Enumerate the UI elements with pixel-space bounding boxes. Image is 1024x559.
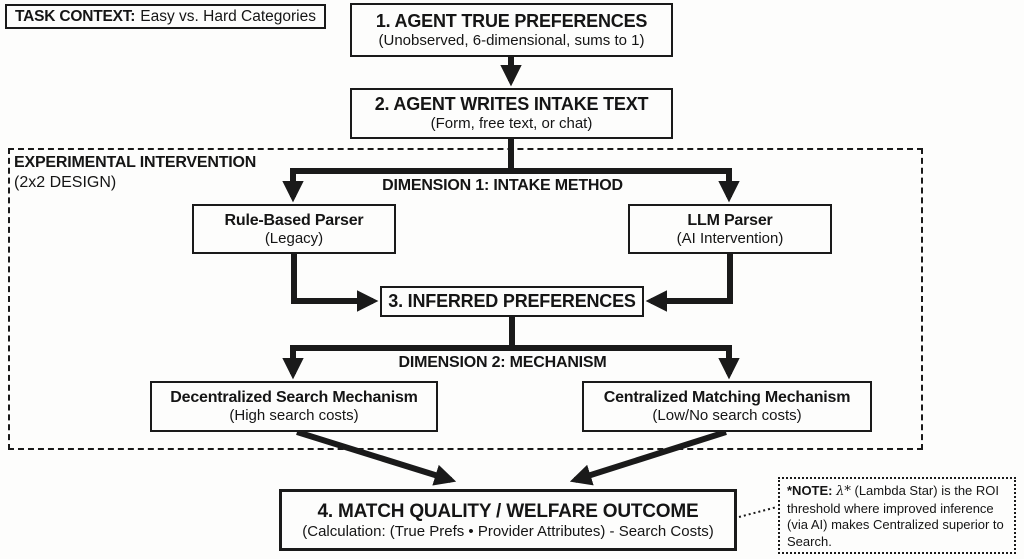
rule-based-parser-subtitle: (Legacy)	[264, 229, 324, 247]
centralized-subtitle: (Low/No search costs)	[652, 407, 802, 424]
experimental-intervention-subtitle: (2x2 DESIGN)	[14, 174, 117, 191]
note-lambda-symbol: λ*	[836, 484, 851, 499]
step4-match-quality-welfare-outcome: 4. MATCH QUALITY / WELFARE OUTCOME (Calc…	[279, 489, 737, 551]
step2-subtitle: (Form, free text, or chat)	[430, 115, 593, 132]
arrow-centralized-to-step4	[569, 429, 727, 486]
step1-title: 1. AGENT TRUE PREFERENCES	[375, 10, 648, 31]
arrow-rule-parser-to-step3	[291, 253, 379, 312]
rule-based-parser-box: Rule-Based Parser (Legacy)	[192, 204, 396, 254]
lambda-star-note: *NOTE: λ* (Lambda Star) is the ROI thres…	[778, 477, 1016, 554]
rule-based-parser-title: Rule-Based Parser	[224, 211, 364, 229]
arrow-llm-parser-to-step3	[645, 253, 733, 312]
dimension2-label: DIMENSION 2: MECHANISM	[398, 354, 607, 371]
llm-parser-subtitle: (AI Intervention)	[676, 229, 784, 247]
step1-subtitle: (Unobserved, 6-dimensional, sums to 1)	[378, 31, 645, 49]
step1-agent-true-preferences: 1. AGENT TRUE PREFERENCES (Unobserved, 6…	[350, 3, 673, 57]
step2-title: 2. AGENT WRITES INTAKE TEXT	[374, 94, 649, 114]
decentralized-title: Decentralized Search Mechanism	[170, 389, 418, 406]
step2-agent-writes-intake-text: 2. AGENT WRITES INTAKE TEXT (Form, free …	[350, 88, 673, 139]
step3-title: 3. INFERRED PREFERENCES	[388, 291, 636, 311]
step3-inferred-preferences: 3. INFERRED PREFERENCES	[380, 286, 644, 317]
dimension1-label: DIMENSION 1: INTAKE METHOD	[382, 177, 623, 194]
llm-parser-title: LLM Parser	[687, 211, 773, 229]
step4-title: 4. MATCH QUALITY / WELFARE OUTCOME	[317, 500, 699, 522]
note-prefix: *NOTE:	[787, 483, 833, 498]
decentralized-subtitle: (High search costs)	[229, 407, 359, 424]
centralized-matching-mechanism-box: Centralized Matching Mechanism (Low/No s…	[582, 381, 872, 432]
centralized-title: Centralized Matching Mechanism	[603, 389, 851, 406]
step4-subtitle: (Calculation: (True Prefs • Provider Att…	[302, 522, 714, 540]
experimental-intervention-label: EXPERIMENTAL INTERVENTION (2x2 DESIGN)	[14, 153, 256, 193]
experimental-intervention-container	[8, 148, 923, 450]
dotted-link-step4-to-note	[738, 506, 778, 518]
decentralized-search-mechanism-box: Decentralized Search Mechanism (High sea…	[150, 381, 438, 432]
task-context-box: TASK CONTEXT: Easy vs. Hard Categories	[5, 4, 326, 29]
llm-parser-box: LLM Parser (AI Intervention)	[628, 204, 832, 254]
arrow-decentralized-to-step4	[296, 429, 457, 486]
note-body: (Lambda Star) is the ROI threshold where…	[787, 483, 1004, 549]
task-context-value: Easy vs. Hard Categories	[140, 7, 316, 25]
experimental-intervention-title: EXPERIMENTAL INTERVENTION	[14, 154, 257, 171]
task-context-label: TASK CONTEXT:	[15, 7, 136, 25]
